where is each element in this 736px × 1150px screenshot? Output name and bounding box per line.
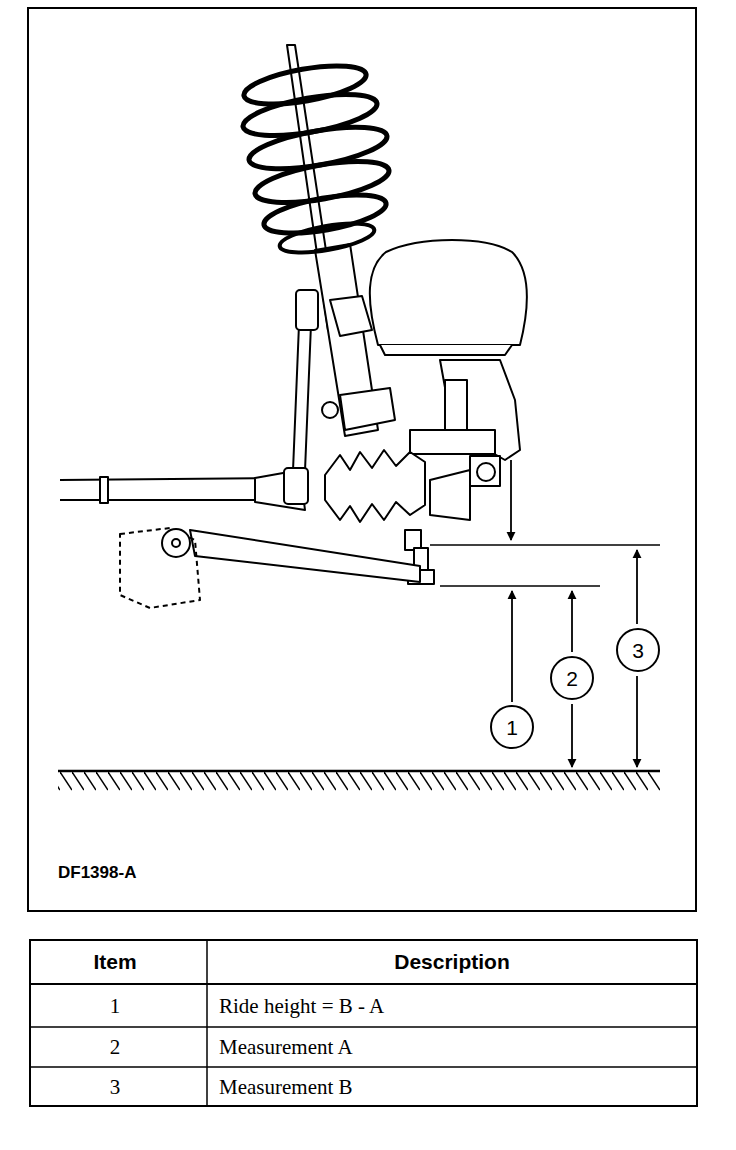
callout-circle: 2	[550, 656, 594, 700]
table-cell: 3	[110, 1075, 121, 1099]
callout-circle: 1	[490, 705, 534, 749]
table-cell: Ride height = B - A	[219, 994, 384, 1018]
table-header: Item	[93, 950, 136, 974]
table-header: Description	[394, 950, 510, 974]
callout-number: 1	[506, 717, 518, 738]
figure-code: DF1398-A	[58, 863, 136, 883]
table-cell: Measurement A	[219, 1035, 353, 1059]
table-cell: Measurement B	[219, 1075, 353, 1099]
table-cell: 1	[110, 994, 121, 1018]
callout-number: 2	[566, 668, 578, 689]
callout-number: 3	[632, 640, 644, 661]
callout-circle: 3	[616, 628, 660, 672]
table-cell: 2	[110, 1035, 121, 1059]
